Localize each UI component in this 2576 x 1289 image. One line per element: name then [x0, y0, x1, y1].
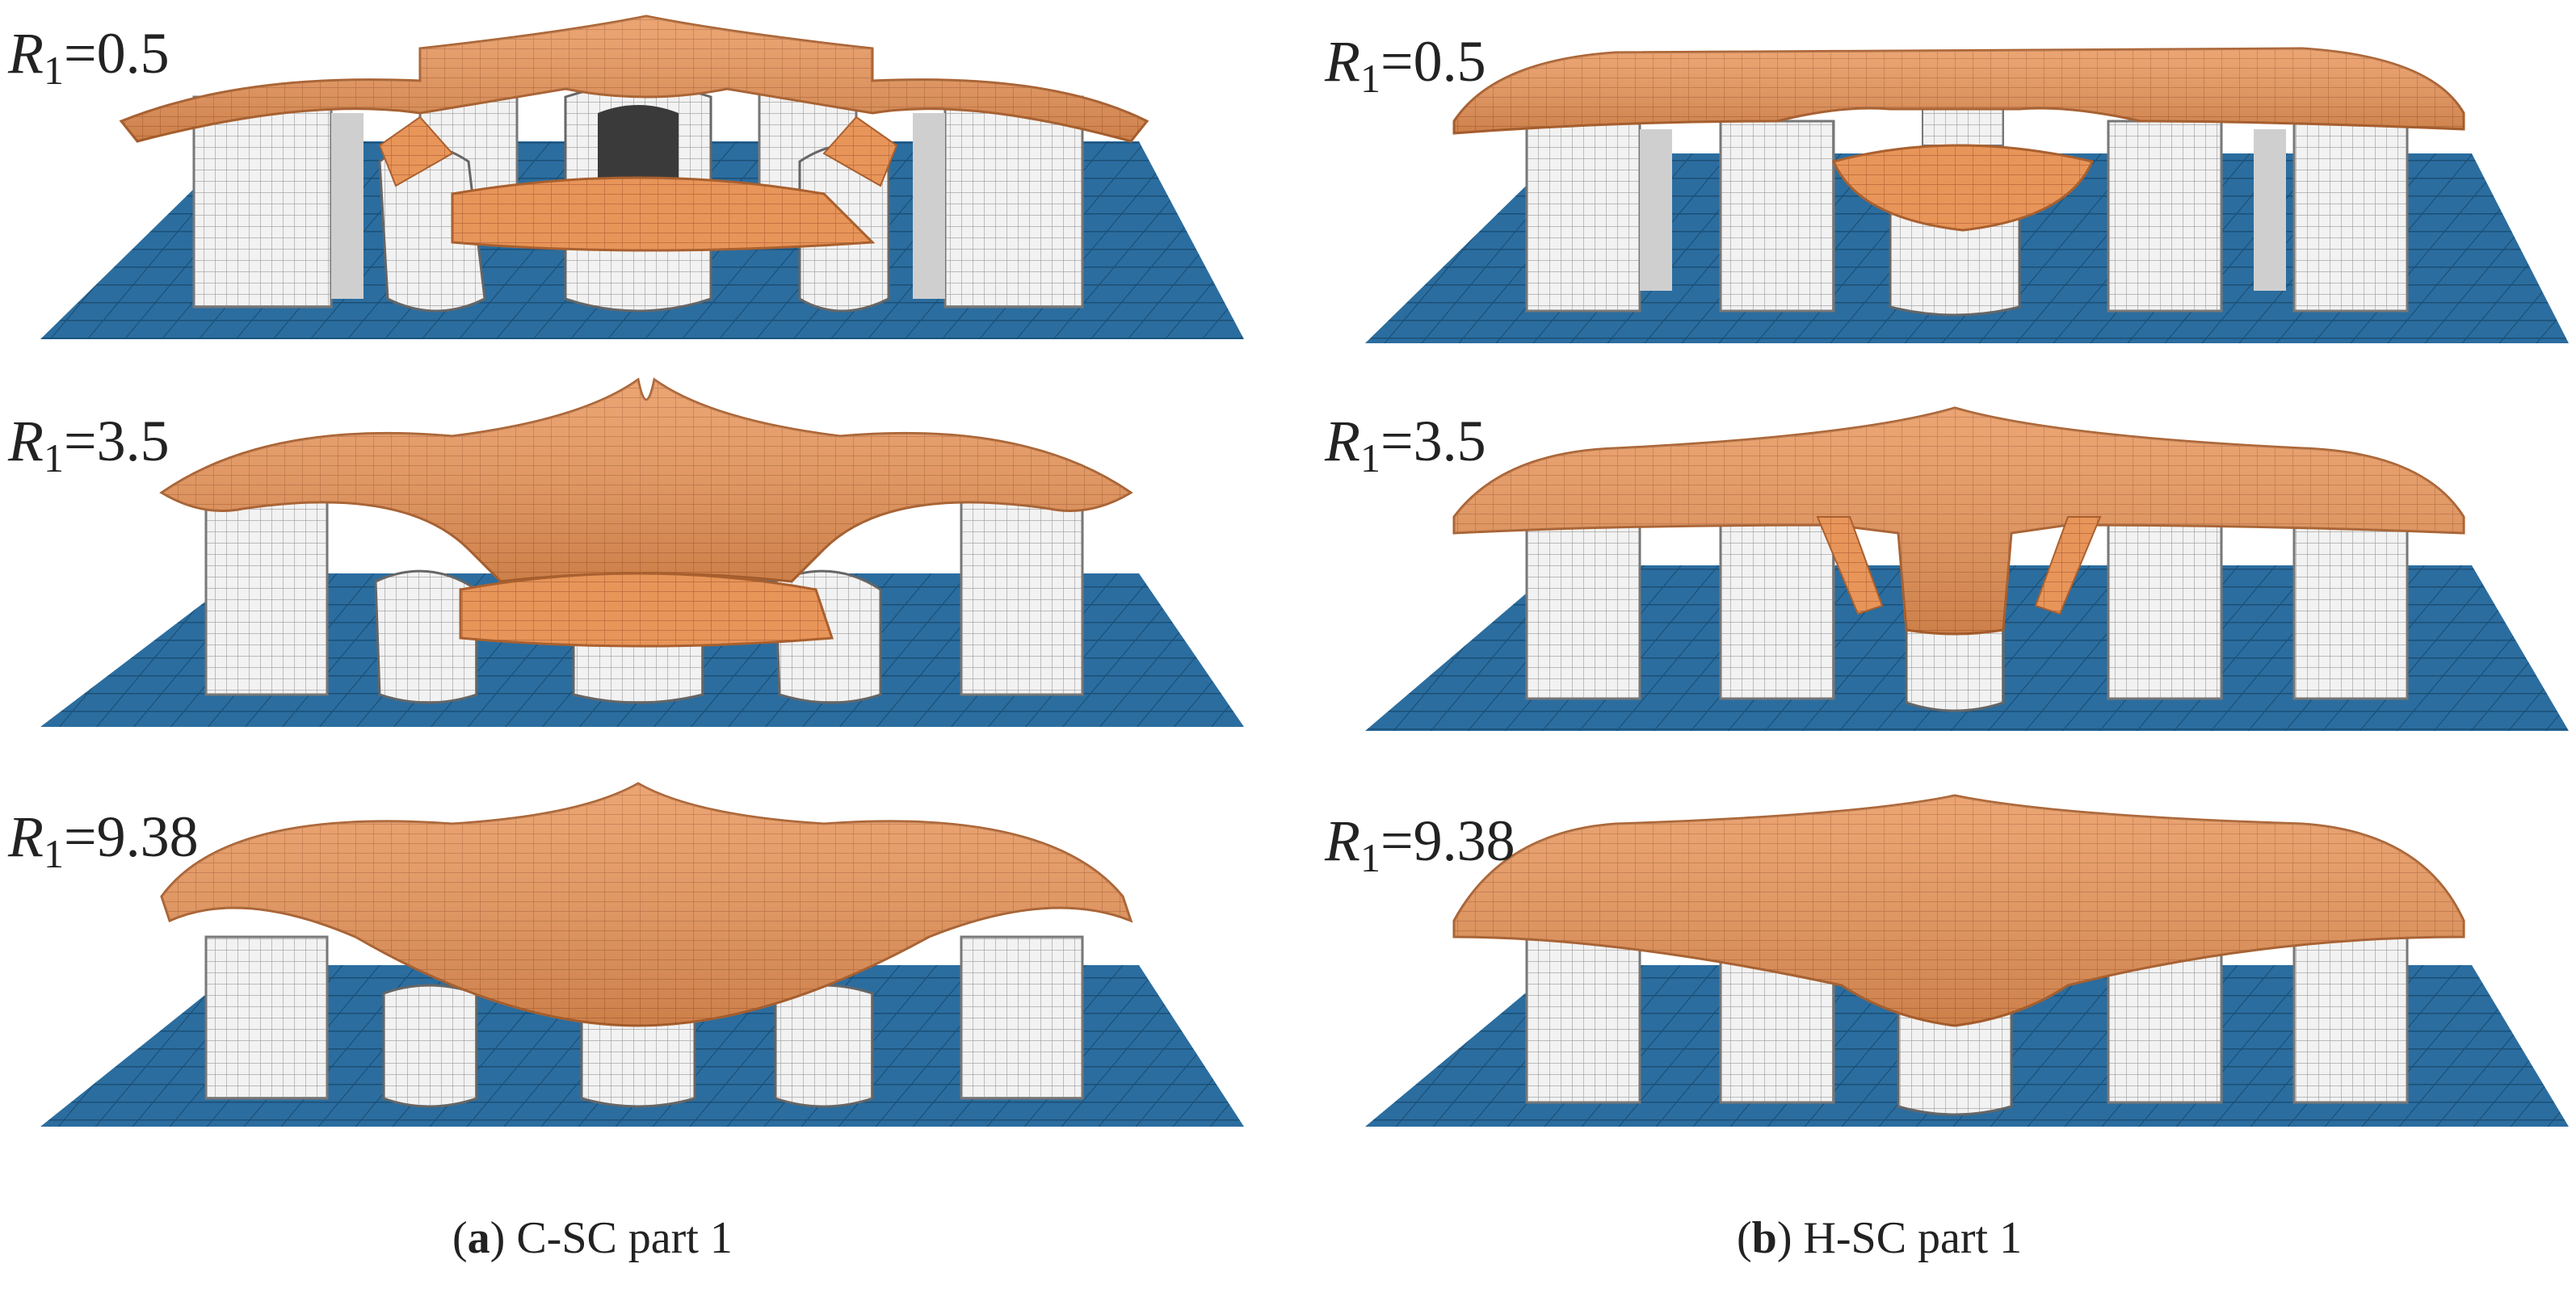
r-label-a1: R1=0.5	[7, 21, 170, 93]
r-label-b2: R1=3.5	[1324, 409, 1486, 481]
honeycomb-cells	[1525, 935, 2409, 1116]
face-sheet	[119, 15, 1149, 252]
panel-h-sc-r1-0.5	[1365, 47, 2569, 343]
face-sheet	[1452, 406, 2465, 636]
face-sheet	[1452, 47, 2465, 232]
r-label-b1: R1=0.5	[1324, 29, 1486, 101]
face-sheet	[1452, 794, 2465, 1027]
r-label-a3: R1=9.38	[7, 804, 199, 876]
caption-b-letter: b	[1751, 1213, 1777, 1263]
honeycomb-cells	[1525, 523, 2409, 712]
caption-b: (b) H-SC part 1	[1737, 1216, 2022, 1261]
caption-a-close: )	[490, 1213, 506, 1263]
face-sheet	[160, 782, 1133, 1027]
caption-b-open: (	[1737, 1213, 1752, 1263]
panel-h-sc-r1-9.38	[1365, 794, 2569, 1127]
panel-c-sc-r1-3.5	[40, 377, 1244, 727]
panel-c-sc-r1-0.5	[40, 15, 1244, 339]
caption-a: (a) C-SC part 1	[452, 1216, 733, 1261]
caption-a-letter: a	[467, 1213, 490, 1263]
caption-a-text: C-SC part 1	[516, 1213, 733, 1263]
r-labels: R1=0.5 R1=3.5 R1=9.38 R1=0.5 R1=3.5 R1=9…	[7, 21, 1515, 880]
caption-b-close: )	[1776, 1213, 1792, 1263]
caption-b-text: H-SC part 1	[1803, 1213, 2023, 1263]
r-label-b3: R1=9.38	[1324, 808, 1515, 880]
panel-h-sc-r1-3.5	[1365, 406, 2569, 731]
r-label-a2: R1=3.5	[7, 409, 170, 481]
honeycomb-cells	[204, 935, 1084, 1108]
face-sheet	[159, 377, 1133, 648]
panel-c-sc-r1-9.38	[40, 782, 1244, 1127]
honeycomb-cells	[1525, 88, 2409, 317]
caption-a-open: (	[452, 1213, 468, 1263]
